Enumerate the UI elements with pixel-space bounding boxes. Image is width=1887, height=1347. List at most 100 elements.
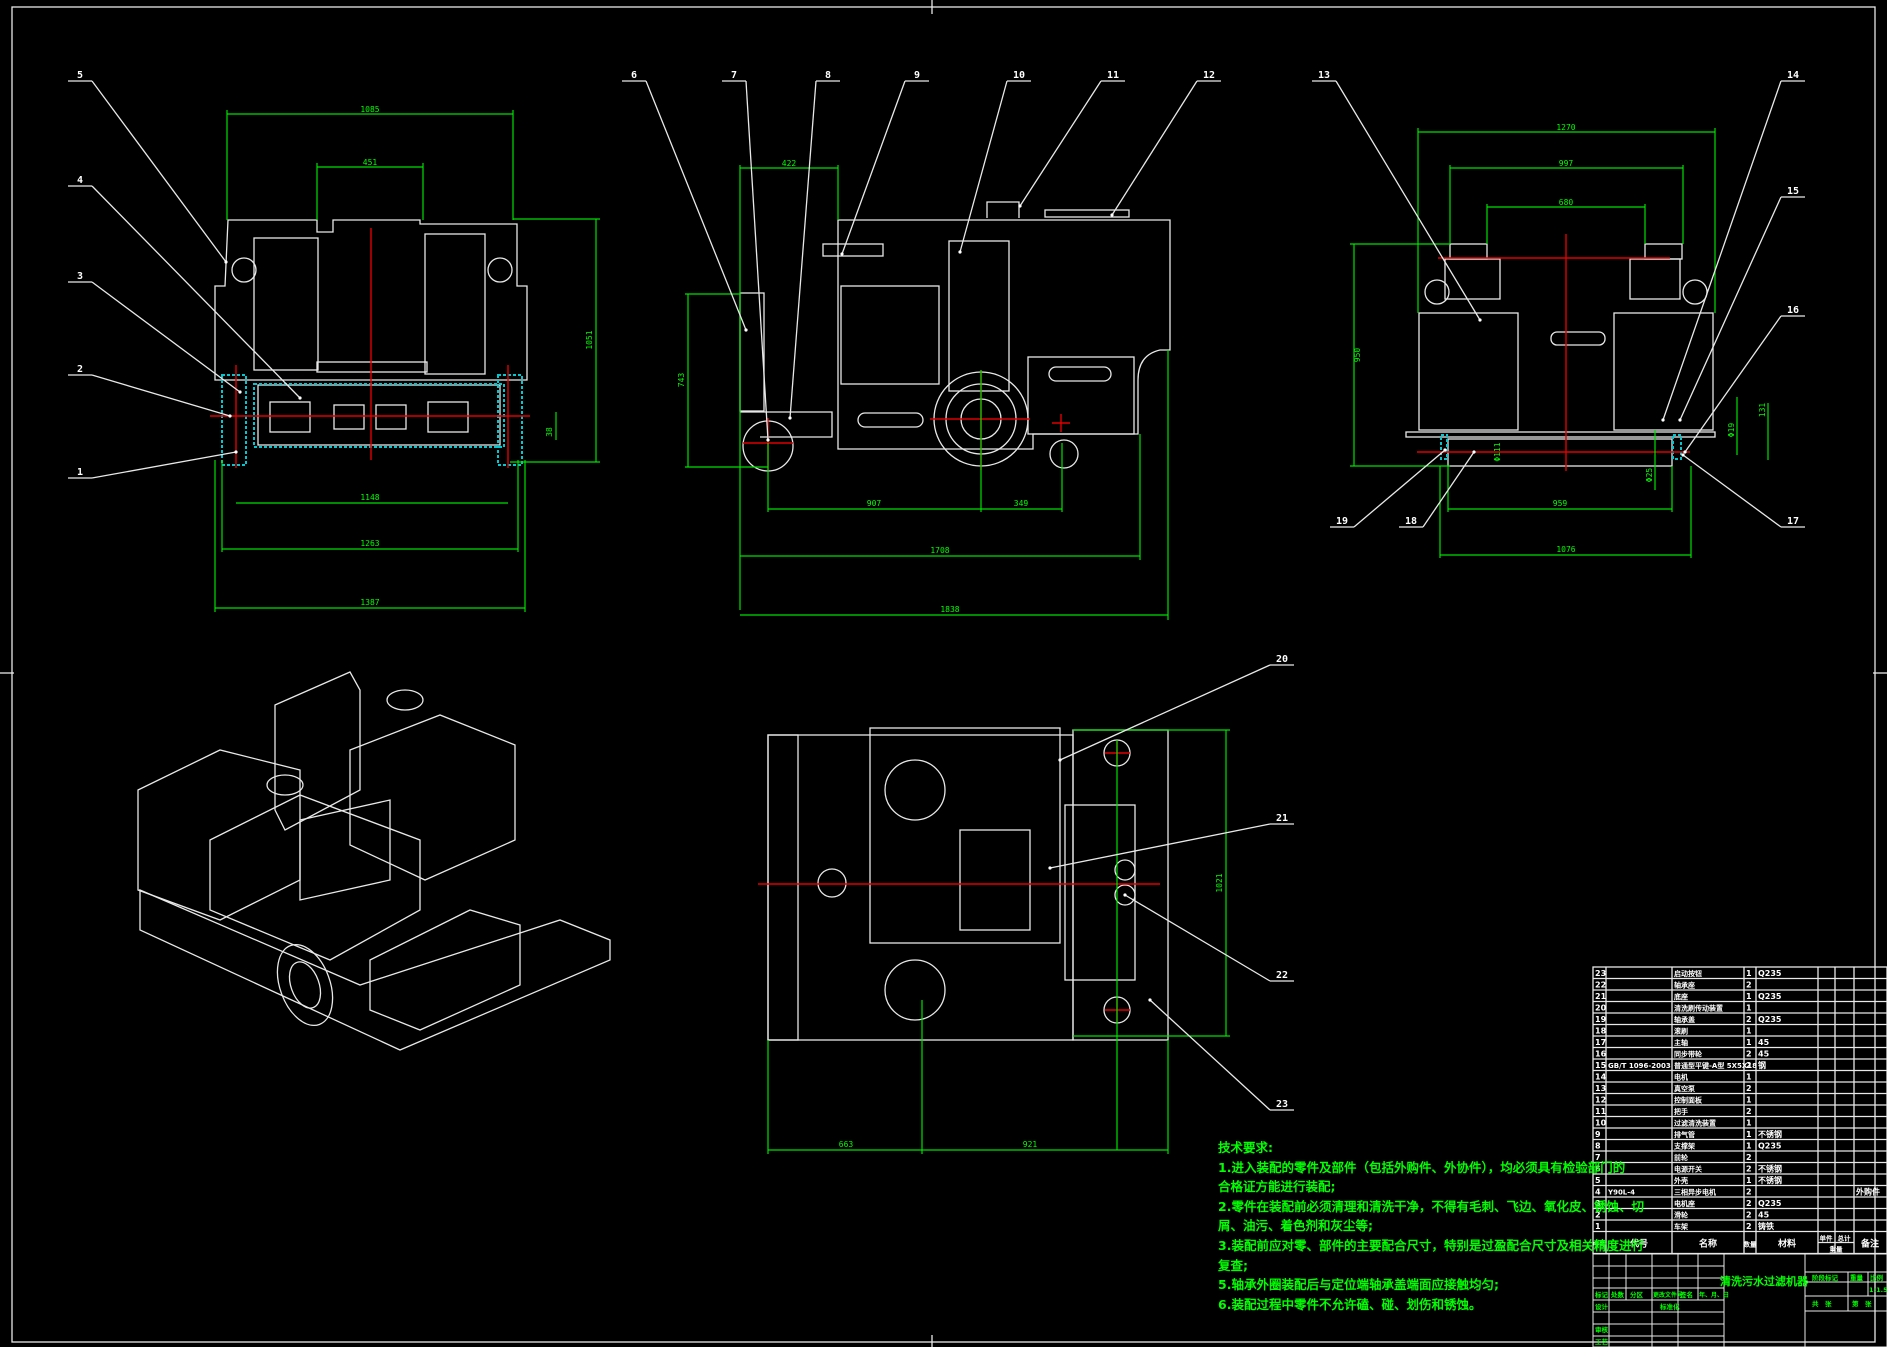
rev-label-sign: 签名	[1679, 1290, 1693, 1299]
part-balloon-23: 23	[1276, 1099, 1288, 1110]
bom-cell-qty: 2	[1746, 1107, 1752, 1116]
leader-dot	[766, 438, 770, 442]
leader-line	[91, 80, 227, 263]
leader-line	[91, 451, 237, 479]
part-balloon-14: 14	[1787, 70, 1799, 81]
rev-label-zone: 分区	[1630, 1290, 1644, 1299]
weight-label: 重量	[1850, 1273, 1864, 1282]
leader-dot	[744, 328, 748, 332]
bom-cell-qty: 1	[1746, 1130, 1752, 1139]
bom-cell-no: 2	[1595, 1211, 1601, 1220]
leader-dot	[1661, 418, 1665, 422]
bom-cell-name: 电机	[1674, 1073, 1688, 1082]
bom-cell-name: 主轴	[1674, 1038, 1688, 1047]
dim-front-track: 1148	[360, 493, 379, 502]
tech-line: 6.装配过程中零件不允许磕、碰、划伤和锈蚀。	[1218, 1296, 1482, 1312]
leader-line	[1149, 999, 1271, 1111]
scale-label: 比例	[1870, 1273, 1884, 1282]
part-balloon-7: 7	[731, 70, 737, 81]
bom-cell-no: 15	[1595, 1061, 1607, 1070]
leader-line	[1682, 454, 1782, 528]
bom-cell-qty: 1	[1746, 992, 1752, 1001]
leader-dot	[1110, 213, 1114, 217]
dim-right-width: 1270	[1556, 123, 1575, 132]
bom-cell-name: 轴承盖	[1674, 1015, 1695, 1024]
title-block: 清洗污水过滤机器 标记 处数 分区 更改文件号 签名 年、月、日 设计 标准化 …	[1592, 1253, 1887, 1347]
bom-cell-name: 把手	[1674, 1107, 1688, 1116]
bom-cell-no: 13	[1595, 1084, 1606, 1093]
bom-cell-no: 1	[1595, 1222, 1601, 1231]
rev-label-date: 年、月、日	[1699, 1291, 1729, 1299]
leader-line	[1019, 80, 1102, 207]
rev-label-mark: 标记	[1594, 1290, 1609, 1299]
leader-line	[91, 185, 301, 399]
leader-line	[1353, 449, 1446, 528]
bom-cell-material: 45	[1758, 1050, 1770, 1059]
bom-cell-material: 钢	[1758, 1060, 1766, 1070]
dim-front-gap: 451	[363, 158, 378, 167]
bom-cell-material: 不锈钢	[1758, 1129, 1782, 1139]
leader-line	[1662, 80, 1782, 421]
bom-cell-qty: 1	[1746, 1073, 1752, 1082]
bom-cell-name: 滚刷	[1674, 1027, 1688, 1036]
part-balloon-21: 21	[1276, 813, 1288, 824]
part-balloon-3: 3	[77, 271, 83, 282]
tech-line: 屑、油污、着色剂和灰尘等;	[1218, 1218, 1373, 1234]
part-balloon-17: 17	[1787, 516, 1799, 527]
leader-dot	[228, 414, 232, 418]
bom-cell-name: 外壳	[1674, 1176, 1688, 1185]
part-balloon-9: 9	[914, 70, 920, 81]
bom-cell-material: Q235	[1758, 1142, 1782, 1151]
part-balloon-4: 4	[77, 175, 83, 186]
bom-cell-code: Y90L-4	[1607, 1189, 1635, 1197]
leader-line	[841, 80, 906, 255]
part-balloon-5: 5	[77, 70, 83, 81]
isometric-view	[137, 671, 611, 1051]
leader-dot	[234, 450, 238, 454]
bom-header-code: 代号	[1629, 1238, 1648, 1250]
bom-cell-qty: 2	[1746, 1061, 1752, 1070]
leader-dot	[788, 416, 792, 420]
bom-cell-name: 过滤清洗装置	[1674, 1119, 1716, 1128]
bom-cell-name: 真空泵	[1674, 1084, 1695, 1093]
bom-cell-material: 不锈钢	[1758, 1175, 1782, 1185]
part-balloon-2: 2	[77, 364, 83, 375]
bom-cell-name: 前轮	[1674, 1153, 1688, 1162]
bom-cell-name: 支撑架	[1673, 1142, 1695, 1151]
bom-cell-name: 排气管	[1674, 1130, 1695, 1139]
bom-cell-no: 11	[1595, 1107, 1607, 1116]
bom-cell-name: 清洗刷传动装置	[1674, 1004, 1723, 1013]
bom-cell-material: Q235	[1758, 1199, 1782, 1208]
bom-cell-qty: 1	[1746, 1004, 1752, 1013]
leader-line	[91, 281, 241, 393]
bom-cell-no: 6	[1595, 1165, 1601, 1174]
part-balloon-15: 15	[1787, 186, 1799, 197]
bom-cell-qty: 1	[1746, 1096, 1752, 1105]
bom-cell-no: 21	[1595, 992, 1607, 1001]
dim-bottom-left: 663	[839, 1140, 854, 1149]
rev-label-change-doc: 更改文件号	[1653, 1291, 1683, 1299]
bom-cell-code: GB/T 1096-2003	[1608, 1062, 1671, 1070]
part-balloon-6: 6	[631, 70, 637, 81]
leader-dot	[840, 252, 844, 256]
dim-front-wheel-width: 1263	[360, 539, 379, 548]
bom-cell-material: 不锈钢	[1758, 1164, 1782, 1174]
part-balloon-22: 22	[1276, 970, 1288, 981]
tech-line: 5.轴承外圈装配后与定位端轴承盖端面应接触均匀;	[1218, 1277, 1499, 1293]
part-balloon-1: 1	[77, 467, 83, 478]
side-view: 422 743 907 349 1708 1838	[677, 159, 1171, 620]
part-balloon-18: 18	[1405, 516, 1417, 527]
bom-cell-no: 3	[1595, 1199, 1601, 1208]
bom-cell-qty: 2	[1746, 1222, 1752, 1231]
leader-dot	[1058, 758, 1062, 762]
bom-cell-qty: 2	[1746, 1199, 1752, 1208]
